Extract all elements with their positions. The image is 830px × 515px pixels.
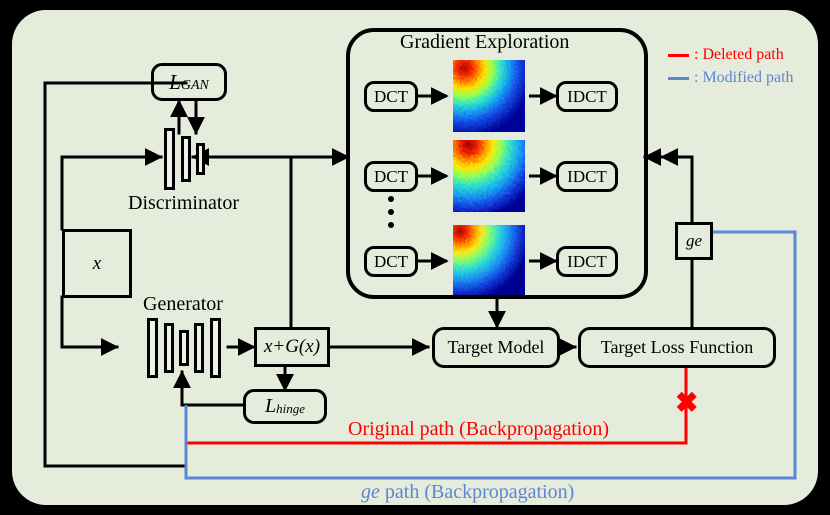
wire-ge-up <box>660 148 694 224</box>
gradient-exploration-box <box>346 28 648 299</box>
ge-path-rest: path (Backpropagation) <box>379 481 575 503</box>
l-gan-label: L <box>169 69 181 94</box>
x-plus-gx-node: x+G(x) <box>254 327 330 367</box>
l-gan-subscript: GAN <box>180 78 209 93</box>
wire-lgan-feedback <box>43 81 188 468</box>
target-model-label: Target Model <box>447 337 545 357</box>
legend-item-deleted: : Deleted path <box>668 46 818 64</box>
legend-dash-modified-icon <box>668 76 689 80</box>
deleted-path-line <box>186 367 688 445</box>
discriminator-layer-3 <box>196 143 205 175</box>
dct-node-2: DCT <box>364 161 418 192</box>
target-model-node: Target Model <box>432 327 560 368</box>
ge-path-annotation: ge path (Backpropagation) <box>361 481 574 504</box>
legend-item-modified: : Modified path <box>668 69 818 87</box>
idct-node-3: IDCT <box>556 246 618 277</box>
generator-layer-3 <box>179 330 189 366</box>
dct-label-2: DCT <box>374 166 408 186</box>
original-path-annotation: Original path (Backpropagation) <box>348 418 610 440</box>
legend-dash-deleted-icon <box>668 53 689 57</box>
legend-label-modified: : Modified path <box>694 69 794 86</box>
discriminator-stack <box>164 128 212 190</box>
idct-label-1: IDCT <box>567 86 607 106</box>
legend-label-deleted: : Deleted path <box>694 46 784 63</box>
l-hinge-label: L <box>264 395 277 417</box>
discriminator-layer-1 <box>164 128 175 190</box>
dct-node-1: DCT <box>364 81 418 112</box>
l-hinge-subscript: hinge <box>276 401 305 416</box>
target-loss-label: Target Loss Function <box>600 337 754 357</box>
deleted-path-x-icon: ✖ <box>675 387 699 418</box>
ge-node: ge <box>675 222 713 260</box>
idct-node-2: IDCT <box>556 161 618 192</box>
generator-layer-1 <box>147 318 158 378</box>
generator-stack <box>147 318 231 378</box>
generator-layer-5 <box>210 318 221 378</box>
generator-layer-4 <box>194 323 204 373</box>
idct-label-3: IDCT <box>567 251 607 271</box>
generator-layer-2 <box>164 323 174 373</box>
idct-node-1: IDCT <box>556 81 618 112</box>
idct-label-2: IDCT <box>567 166 607 186</box>
gradient-heatmap-3 <box>453 225 525 297</box>
discriminator-layer-2 <box>181 136 191 182</box>
dct-node-3: DCT <box>364 246 418 277</box>
ge-label: ge <box>685 231 703 250</box>
input-x-node: x <box>62 229 132 298</box>
wire-lhinge-to-generator <box>173 370 245 407</box>
generator-label: Generator <box>143 293 223 315</box>
discriminator-label: Discriminator <box>128 192 240 214</box>
dct-label-1: DCT <box>374 86 408 106</box>
vertical-dots-icon <box>385 196 397 240</box>
legend: : Deleted path : Modified path <box>668 46 818 87</box>
gradient-heatmap-2 <box>453 140 525 212</box>
x-plus-gx-label: x+G(x) <box>263 336 321 357</box>
modified-path-line <box>184 230 797 480</box>
gradient-heatmap-1 <box>453 60 525 132</box>
ge-path-italic: ge <box>361 481 380 503</box>
target-loss-node: Target Loss Function <box>578 327 776 368</box>
gradient-exploration-title: Gradient Exploration <box>400 31 570 53</box>
input-x-label: x <box>92 252 102 274</box>
dct-label-3: DCT <box>374 251 408 271</box>
